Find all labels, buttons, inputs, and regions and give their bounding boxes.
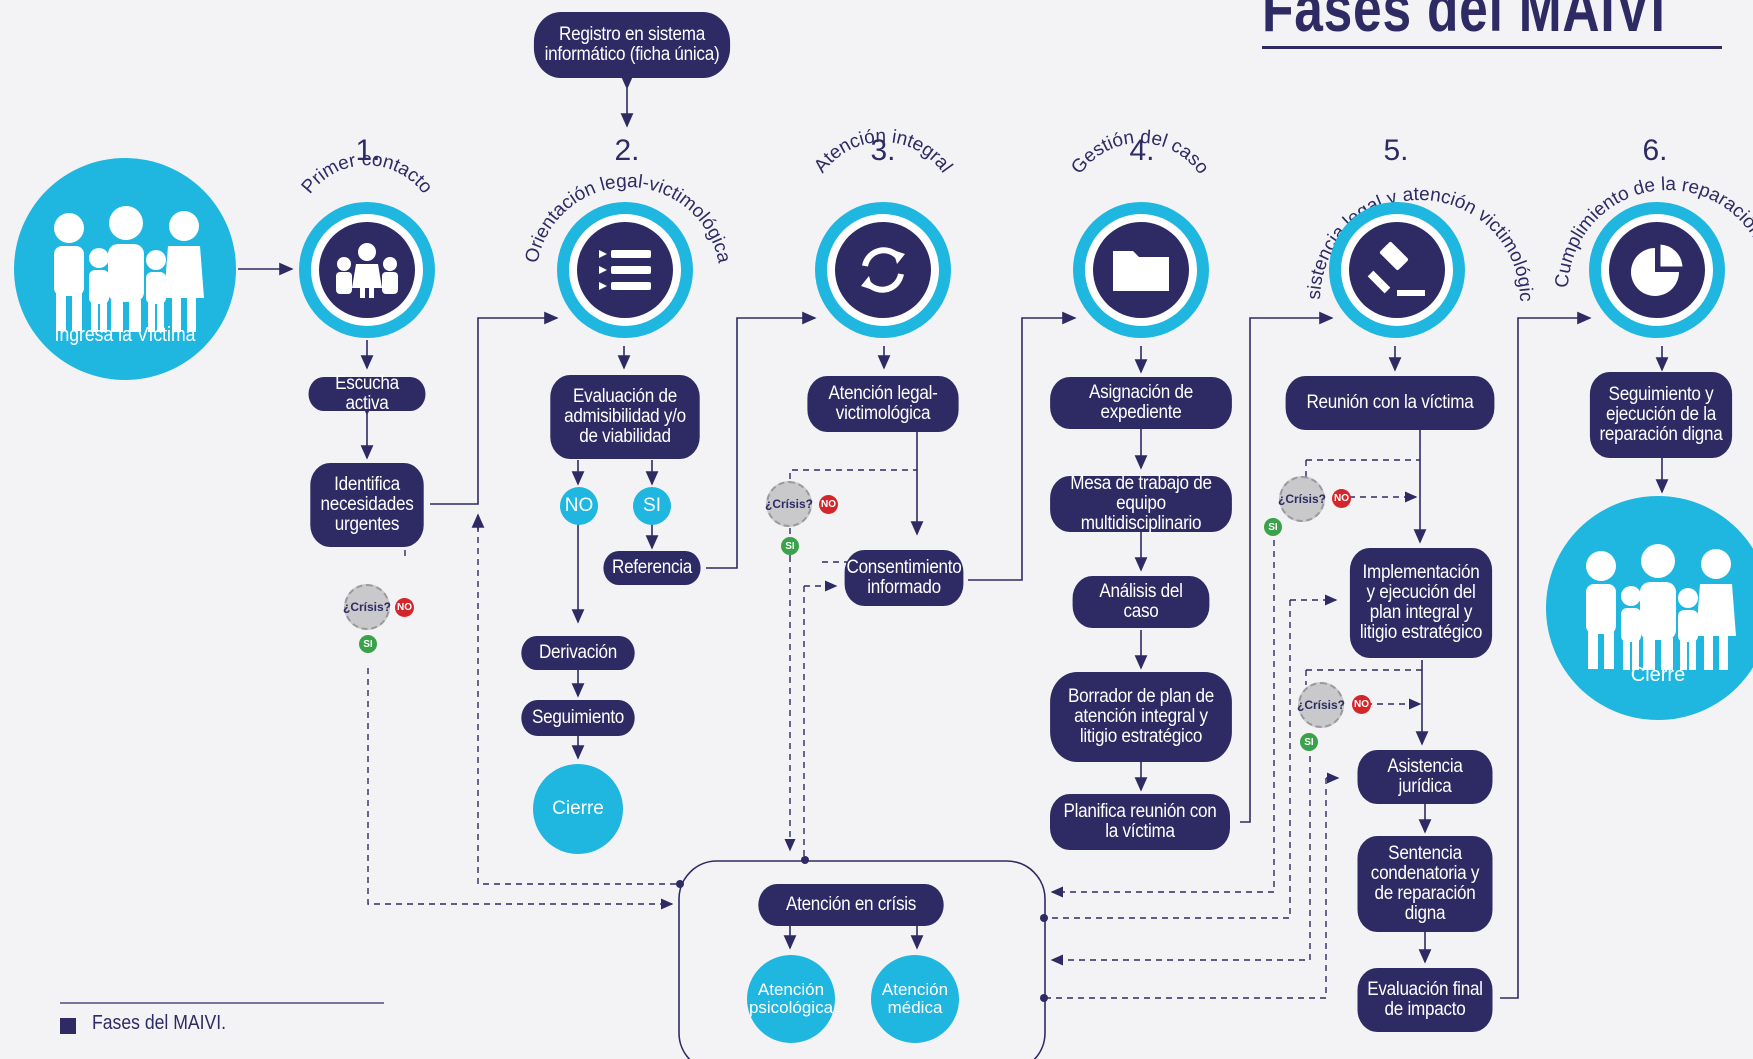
registro-node: Registro en sistema informático (ficha ú… [533, 12, 731, 78]
gavel-icon [1367, 241, 1425, 296]
phase-3-number: 3. [870, 134, 896, 167]
atencion-legal-node: Atención legal-victimológica [807, 376, 959, 432]
psicologica-circle: Atención psicológica [747, 955, 835, 1043]
crisis-si-2: SI [781, 537, 799, 555]
diagram-title: Fases del MAIVI [1262, 0, 1666, 45]
title-underline [1262, 46, 1722, 49]
asistencia-node: Asistencia jurídica [1357, 750, 1493, 804]
people-icon [336, 243, 398, 298]
atencion-crisis-node: Atención en crísis [758, 884, 944, 926]
cierre-circle: Cierre [533, 764, 623, 854]
phase-4-label: Gestión del caso [1067, 127, 1212, 178]
phase-2-number: 2. [614, 134, 640, 167]
end-label: Cierre [1630, 664, 1686, 686]
crisis-marker-2: ¿Crísis? [765, 481, 813, 527]
consentimiento-node: Consentimiento informado [844, 550, 964, 606]
phase-1-number: 1. [355, 134, 381, 167]
planifica-node: Planifica reunión con la víctima [1050, 794, 1230, 850]
family-icon [54, 206, 204, 332]
analisis-node: Análisis del caso [1072, 576, 1210, 628]
si-circle: SI [633, 487, 671, 525]
phase-3-label: Atención integral [810, 126, 956, 177]
phase-4-circle [1073, 202, 1209, 338]
phase-3-circle [815, 202, 951, 338]
sentencia-node: Sentencia condenatoria y de reparación d… [1357, 836, 1493, 932]
asignacion-node: Asignación de expediente [1050, 377, 1232, 429]
end-circle: Cierre [1546, 496, 1753, 720]
phase-2-circle [557, 202, 693, 338]
no-circle: NO [560, 487, 598, 525]
identifica-node: Identifica necesidades urgentes [310, 463, 424, 547]
cycle-icon [861, 247, 905, 293]
crisis-no-4: NO [1352, 695, 1371, 714]
crisis-si-3: SI [1264, 518, 1282, 536]
crisis-no-1: NO [395, 598, 414, 617]
family-icon [1586, 544, 1736, 670]
seguimiento-node: Seguimiento [521, 700, 635, 736]
evaluacion-final-node: Evaluación final de impacto [1357, 968, 1493, 1032]
phase-4-number: 4. [1129, 134, 1155, 167]
phase-1-circle [299, 202, 435, 338]
derivacion-node: Derivación [521, 636, 635, 670]
referencia-node: Referencia [603, 551, 701, 585]
phase-1-label: Primer contacto [298, 149, 437, 198]
phase-6-number: 6. [1642, 134, 1668, 167]
start-label: Ingresa la Víctima [54, 324, 196, 346]
phase-5-circle [1329, 202, 1465, 338]
start-circle: Ingresa la Víctima [14, 158, 236, 380]
reunion-node: Reunión con la víctima [1285, 376, 1495, 430]
crisis-marker-3: ¿Crísis? [1278, 476, 1326, 522]
legend-square [60, 1018, 76, 1034]
crisis-marker-1: ¿Crísis? [343, 584, 391, 630]
legend-item-1: Fases del MAIVI. [92, 1012, 227, 1034]
crisis-marker-4: ¿Crísis? [1297, 682, 1345, 728]
phase-5-number: 5. [1383, 134, 1409, 167]
evaluacion-node: Evaluación de admisibilidad y/o de viabi… [550, 375, 700, 459]
borrador-node: Borrador de plan de atención integral y … [1050, 672, 1232, 762]
crisis-si-4: SI [1300, 733, 1318, 751]
mesa-node: Mesa de trabajo de equipo multidisciplin… [1050, 474, 1232, 534]
pie-chart-icon [1631, 243, 1684, 296]
medica-circle: Atención médica [871, 955, 959, 1043]
phase-6-circle [1589, 202, 1725, 338]
crisis-si-1: SI [359, 635, 377, 653]
escucha-node: Escucha activa [308, 374, 426, 414]
list-icon [599, 250, 651, 290]
phase-5-label: Asistencia legal y atención victimológic… [0, 0, 1536, 302]
folder-icon [1113, 251, 1169, 291]
implementacion-node: Implementación y ejecución del plan inte… [1349, 548, 1493, 658]
phase-labels: Primer contacto Orientación legal-victim… [0, 0, 1753, 302]
seguimiento6-node: Seguimiento y ejecución de la reparación… [1589, 372, 1733, 458]
crisis-no-2: NO [819, 495, 838, 514]
crisis-no-3: NO [1332, 489, 1351, 508]
